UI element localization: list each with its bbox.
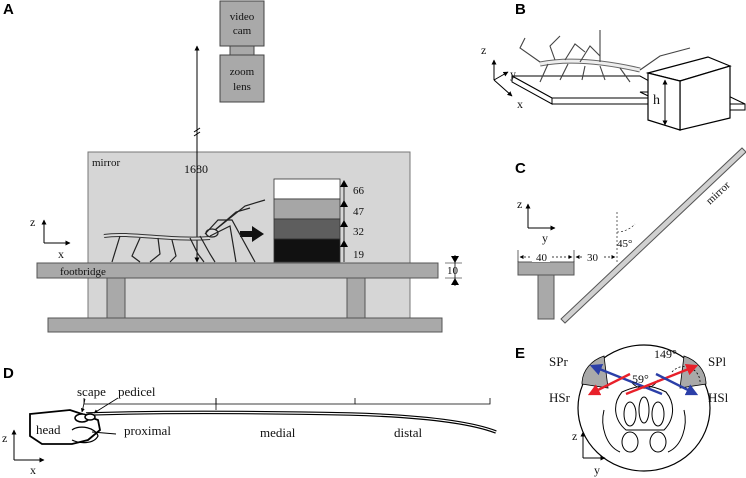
- mirror-slab-c: [560, 147, 746, 324]
- scape-label: scape: [77, 384, 106, 399]
- scape-pointer: [80, 398, 86, 413]
- footbridge-section-pillar: [537, 274, 555, 320]
- video-camera: [219, 0, 265, 47]
- step-label-32: 32: [353, 226, 364, 238]
- sp-left-label: SPl: [708, 354, 726, 369]
- hs-left-label: HSl: [708, 390, 729, 405]
- step-dim-arrow-1: [340, 180, 348, 187]
- step-47: [273, 198, 341, 220]
- panel-d-letter: D: [3, 365, 14, 382]
- axis-x-label-a: x: [58, 247, 64, 261]
- distal-bracket: [355, 398, 491, 405]
- angle-label: 45°: [617, 238, 632, 250]
- angle-arc: [616, 223, 636, 233]
- pedicel-label: pedicel: [118, 384, 156, 399]
- axis-z-label-b: z: [481, 43, 486, 57]
- vector-hs-right: [587, 372, 631, 396]
- zoom-lens-label-2: lens: [233, 81, 251, 93]
- panel-b-letter: B: [515, 1, 526, 18]
- zoom-lens-label-1: zoom: [230, 66, 255, 78]
- bridge-height-label: 10: [447, 265, 459, 277]
- width-label: 40: [536, 252, 548, 264]
- step-dim-arrow-3: [340, 220, 348, 227]
- medial-label: medial: [260, 425, 296, 440]
- gap-label: 30: [587, 252, 599, 264]
- zoom-lens: [219, 54, 265, 103]
- step-32: [273, 218, 341, 240]
- step-dim-arrow-2: [340, 200, 348, 207]
- axis-break-mark-2: [193, 131, 201, 137]
- panel-a-letter: A: [3, 1, 14, 18]
- mirror-label: mirror: [92, 157, 120, 169]
- axis-y-label-e: y: [594, 463, 600, 477]
- distance-label: 1680: [184, 162, 208, 176]
- mouthpart: [91, 431, 117, 435]
- axis-x-label-b: x: [517, 97, 523, 111]
- pedicel-joint: [84, 413, 96, 421]
- antenna-highlight: [85, 411, 497, 433]
- angle-59-label: 59°: [632, 372, 649, 386]
- step-dim-arrow-4: [340, 240, 348, 247]
- camera-mount: [229, 45, 255, 56]
- step-label-19: 19: [353, 249, 365, 261]
- axis-z-label-a: z: [30, 215, 35, 229]
- panel-a: A video cam zoom lens mirror 1680 66 47 …: [3, 0, 462, 333]
- axis-break-mark: [193, 127, 201, 133]
- step-label-47: 47: [353, 206, 365, 218]
- panel-c: C mirror 40 30 45° z y: [515, 147, 746, 324]
- mouthparts: [602, 385, 686, 453]
- walking-direction-arrow: [240, 226, 264, 242]
- panel-c-letter: C: [515, 160, 526, 177]
- vector-sp-left: [625, 363, 699, 396]
- footbridge: [36, 262, 439, 279]
- axis-y-label-b: y: [510, 67, 516, 81]
- pedicel-pointer: [93, 397, 119, 414]
- distal-label: distal: [394, 425, 423, 440]
- footbridge-pillar-right: [346, 277, 366, 319]
- axis-z-label-c: z: [517, 197, 522, 211]
- axis-y-arrow-b: [493, 71, 509, 81]
- proximal-label: proximal: [124, 423, 171, 438]
- panel-b: B h z: [481, 1, 746, 131]
- vector-hs-left: [655, 372, 699, 396]
- step-19: [273, 238, 341, 263]
- axis-x-label-d: x: [30, 463, 36, 477]
- hs-right-label: HSr: [549, 390, 571, 405]
- axis-y-label-c: y: [542, 231, 548, 245]
- gap-label-bg: [584, 251, 602, 262]
- bridge-dim-arrow-bottom: [451, 278, 459, 285]
- axis-z-label-d: z: [2, 431, 7, 445]
- panel-e: E SPr HSr SPl HSl 149° 59°: [515, 344, 729, 477]
- step-label-66: 66: [353, 185, 365, 197]
- angle-149-label: 149°: [654, 347, 677, 361]
- video-cam-label-1: video: [230, 11, 255, 23]
- panel-d: D head scape pedicel proximal medial dis…: [2, 365, 497, 477]
- base-plate: [47, 317, 443, 333]
- footbridge-label: footbridge: [60, 266, 106, 278]
- head-label: head: [36, 422, 61, 437]
- video-cam-label-2: cam: [233, 25, 252, 37]
- medial-bracket: [216, 398, 356, 405]
- panel-e-letter: E: [515, 345, 525, 362]
- sp-right-label: SPr: [549, 354, 568, 369]
- eye-outline: [71, 426, 99, 444]
- step-66: [273, 178, 341, 200]
- stick-insect-a: [103, 199, 266, 263]
- footbridge-pillar-left: [106, 277, 126, 319]
- bridge-dim-arrow-top: [451, 256, 459, 263]
- stick-insect-b: [519, 30, 691, 83]
- vector-sp-right: [589, 363, 663, 396]
- axis-x-arrow-b: [493, 79, 513, 97]
- axis-z-label-e: z: [572, 429, 577, 443]
- width-label-bg: [532, 251, 550, 262]
- height-label: h: [653, 93, 660, 108]
